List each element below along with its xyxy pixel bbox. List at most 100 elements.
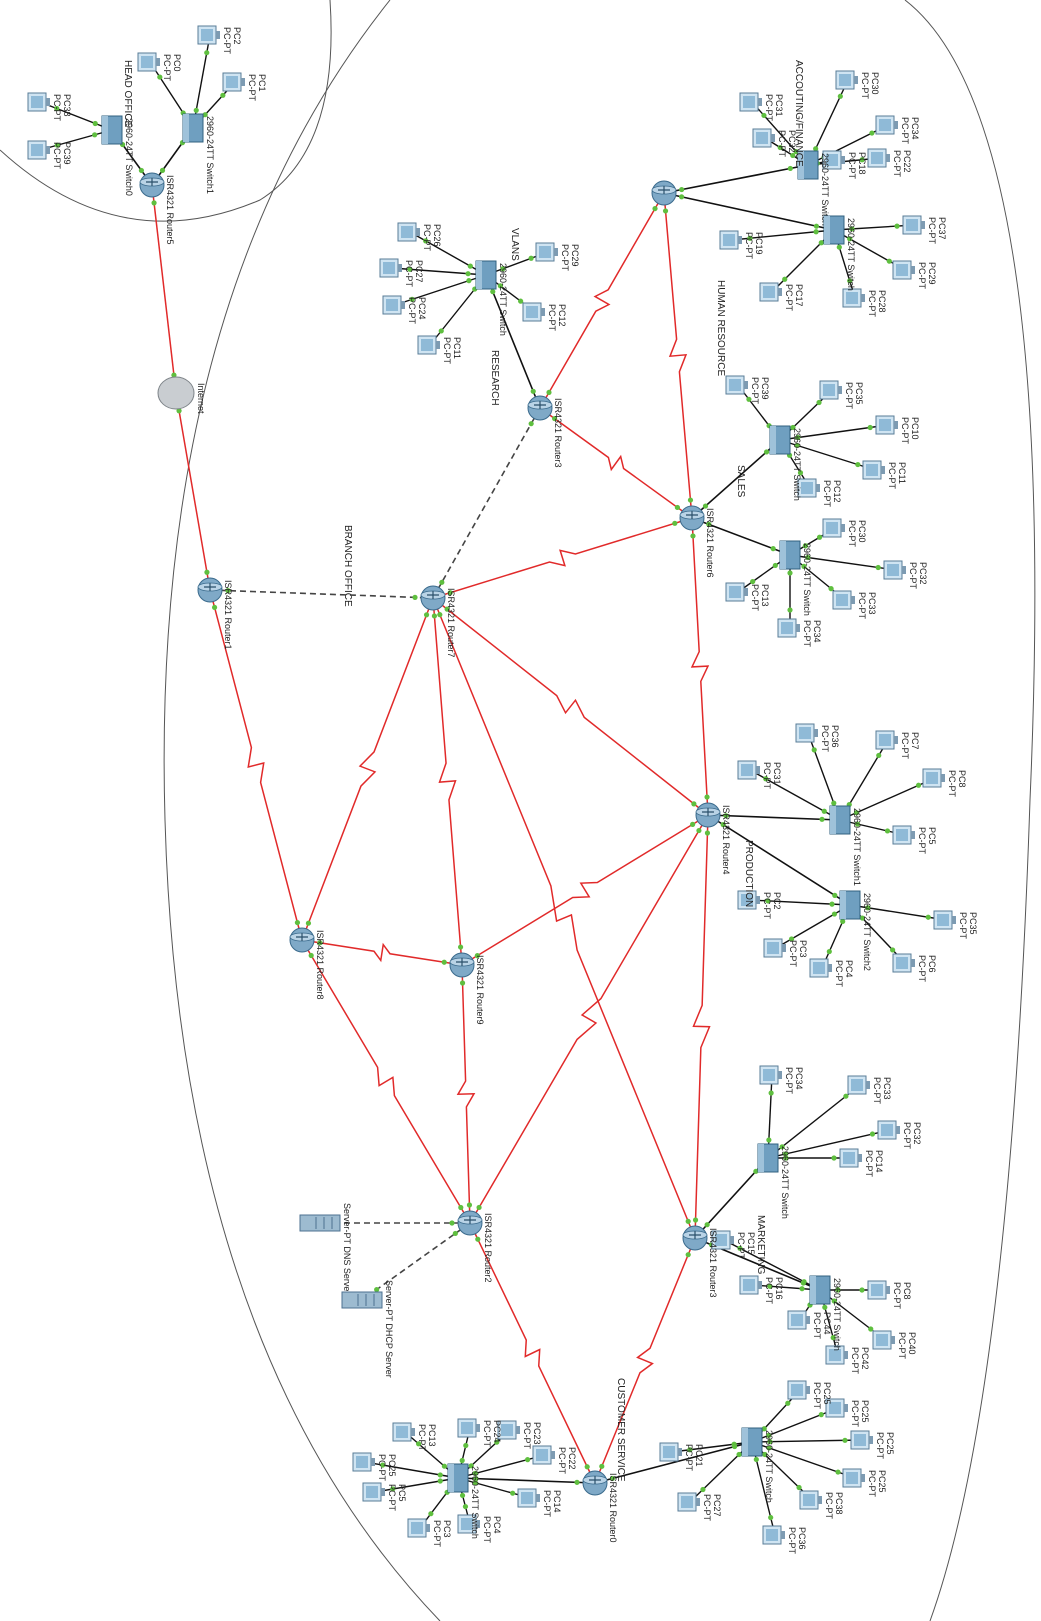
switch-node[interactable]: 2960-24TT Switch xyxy=(823,215,856,291)
switch-node[interactable]: 2960-24TT Switch xyxy=(779,540,812,616)
switch-node[interactable]: 2960-24TT Switch0 xyxy=(101,115,134,196)
router-node[interactable]: ISR4321 Router9 xyxy=(449,952,485,1025)
switch-node[interactable]: 2960-24TT Switch xyxy=(809,1275,842,1351)
switch-node[interactable]: 2960-24TT Switch xyxy=(447,1463,480,1539)
switch-node[interactable]: 2960-24TT Switch xyxy=(475,260,508,336)
switch-node[interactable]: 2960-24TT Switch xyxy=(769,425,802,501)
switch-node[interactable]: 2960-24TT Switch xyxy=(757,1143,790,1219)
link-status-indicator xyxy=(731,1441,737,1447)
router-node[interactable]: ISR4321 Router2 xyxy=(457,1210,493,1283)
server-node[interactable] xyxy=(299,1214,341,1232)
switch-node[interactable]: 2960-24TT Switch xyxy=(797,150,830,226)
router-node[interactable]: ISR4321 Router7 xyxy=(420,585,456,658)
router-node[interactable]: ISR4321 Router0 xyxy=(582,1470,618,1543)
internet-cloud[interactable]: Internet xyxy=(157,376,206,414)
router-node[interactable]: ISR4321 Router3 xyxy=(682,1225,718,1298)
switch-node[interactable]: 2960-24TT Switch2 xyxy=(839,890,872,971)
router-node[interactable]: ISR4321 Router5 xyxy=(139,172,175,245)
router-node[interactable] xyxy=(651,180,677,206)
router-node[interactable]: ISR4321 Router8 xyxy=(289,927,325,1000)
switch-node[interactable]: 2960-24TT Switch1 xyxy=(829,805,862,886)
switch-node[interactable]: 2960-24TT Switch1 xyxy=(182,113,215,194)
serial-link xyxy=(539,192,665,409)
link-status-indicator xyxy=(768,1090,774,1096)
router-node[interactable]: ISR4321 Router1 xyxy=(197,577,233,650)
router-node[interactable]: ISR4321 Router3 xyxy=(527,395,563,468)
router-node[interactable]: ISR4321 Router4 xyxy=(695,802,731,875)
switch-node[interactable]: 2960-24TT Switch xyxy=(741,1427,774,1503)
server-node[interactable] xyxy=(341,1291,383,1309)
router-node[interactable]: ISR4321 Router6 xyxy=(679,505,715,578)
